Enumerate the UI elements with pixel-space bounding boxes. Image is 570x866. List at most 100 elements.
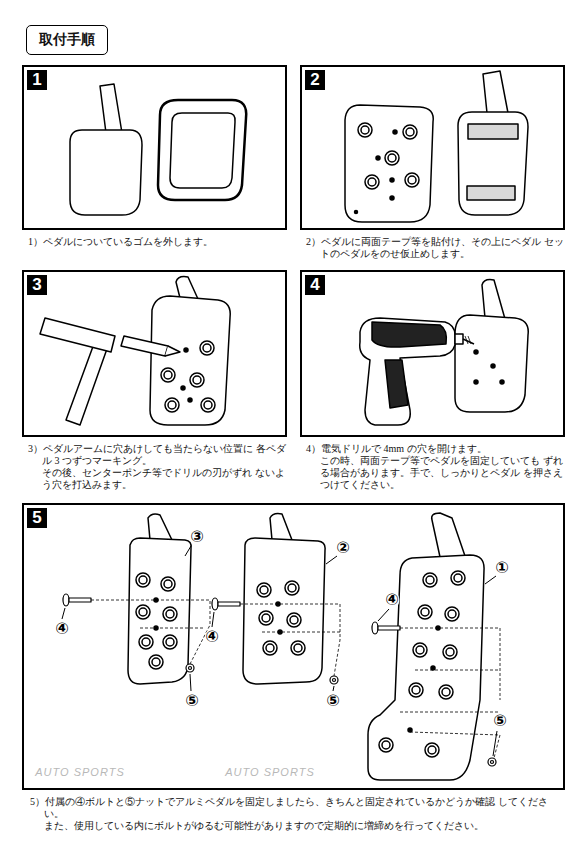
dashed-guide [91,600,210,664]
pedal-tape [468,124,518,139]
bolt-nut [189,667,192,670]
pedal-three [136,605,150,619]
pedal-rubber [158,100,246,200]
pedal-three [164,580,172,588]
step-number: 1 [27,70,47,90]
electric-drill [360,318,474,425]
punch-pedal [150,296,230,425]
alu-pedal [355,211,358,214]
hammer [165,346,180,356]
step-panel: 2）ペダルに両面テープ等を貼付け、その上にペダル セットのペダルをのせ仮止めしま… [300,65,565,230]
pedal-two [262,614,270,622]
pedal-one [368,555,484,780]
pedal-three [166,610,174,618]
pedal-one [446,648,454,656]
leader-line [190,674,191,691]
dashed-guide [140,628,205,629]
pedal-two [259,611,273,625]
electric-drill [360,318,455,425]
hammer [40,318,180,425]
dashed-guide [410,732,500,758]
drill-pedal [491,364,495,368]
pedal-one [428,746,436,754]
bolt-nut [186,664,194,672]
alu-pedal [368,178,376,186]
pedal-two [243,514,325,685]
pedal-two [287,613,301,627]
pedal-three [163,635,177,649]
pedal-tape [458,112,528,215]
callout-number: ① [495,560,509,576]
callout-number: ④ [385,592,399,608]
watermark: AUTO SPORTS [225,766,314,778]
leader-line [378,609,389,621]
hammer [66,341,108,425]
step-panel: 1）ペダルについているゴムを外します。1 [22,65,287,230]
pedal-one [382,741,390,749]
step-caption: 1）ペダルについているゴムを外します。 [28,236,287,248]
pedal-rubber [170,113,235,188]
drill-pedal [500,380,504,384]
pedal-tape [467,186,515,200]
step-number-text: 2 [310,70,319,89]
step-number-text: 3 [32,275,41,294]
illustration [40,71,528,780]
pedal-one [426,576,434,584]
punch-pedal [203,344,211,352]
step-number: 5 [27,508,47,528]
pedal-one [443,645,457,659]
drill-pedal [474,350,478,354]
hammer [40,318,115,352]
punch-pedal [204,401,212,409]
pedal-three [163,607,177,621]
dashed-guide [415,670,500,671]
callout-number: ④ [55,621,69,637]
pedal-one [423,573,437,587]
electric-drill [372,322,446,347]
punch-pedal [165,398,179,412]
pedal-one [413,643,427,657]
bolt-nut [212,598,218,610]
pedal-two [257,583,271,597]
step-number-text: 5 [32,508,41,527]
bolt-nut [330,676,338,684]
drill-pedal [455,315,528,412]
drill-pedal [474,380,478,384]
alu-pedal [403,125,417,139]
alu-pedal [376,156,380,160]
dashed-guide [240,604,340,676]
pedal-three [139,608,147,616]
electric-drill [465,336,471,344]
pedal-two [260,586,268,594]
hammer [121,336,168,356]
step-number: 2 [305,70,325,90]
punch-pedal [161,368,175,382]
pedal-three [149,655,163,669]
step-caption: 4）電気ドリルで 4mm の穴を開けます。この時、両面テープ等でペダルを固定して… [306,443,565,491]
bolt-nut [218,602,240,606]
pedal-two [270,514,292,541]
pedal-two [243,538,325,684]
pedal-one [442,688,450,696]
step-number: 3 [27,275,47,295]
callout-number: ③ [190,529,204,545]
caption-text: また、使用している内にボルトがゆるむ可能性がありますので定期的に増締めを行ってく… [30,820,558,832]
pedal-three [166,638,174,646]
bolt-nut [488,758,496,766]
pedal-three [161,577,175,591]
callout-number: ⑤ [326,693,340,709]
pedal-one [454,574,462,582]
alu-pedal [361,126,369,134]
dashed-guide [91,600,500,758]
pedal-rubber [70,130,142,215]
pedal-one [432,513,465,557]
bolt-nut [69,598,91,602]
pedal-two [294,644,302,652]
pedal-one [448,610,456,618]
callout-number: ⑤ [493,713,507,729]
alu-pedal [405,173,419,187]
leader-line [333,686,334,691]
watermark: AUTO SPORTS [35,766,124,778]
bolt-nut [63,594,496,766]
punch-pedal [200,341,214,355]
